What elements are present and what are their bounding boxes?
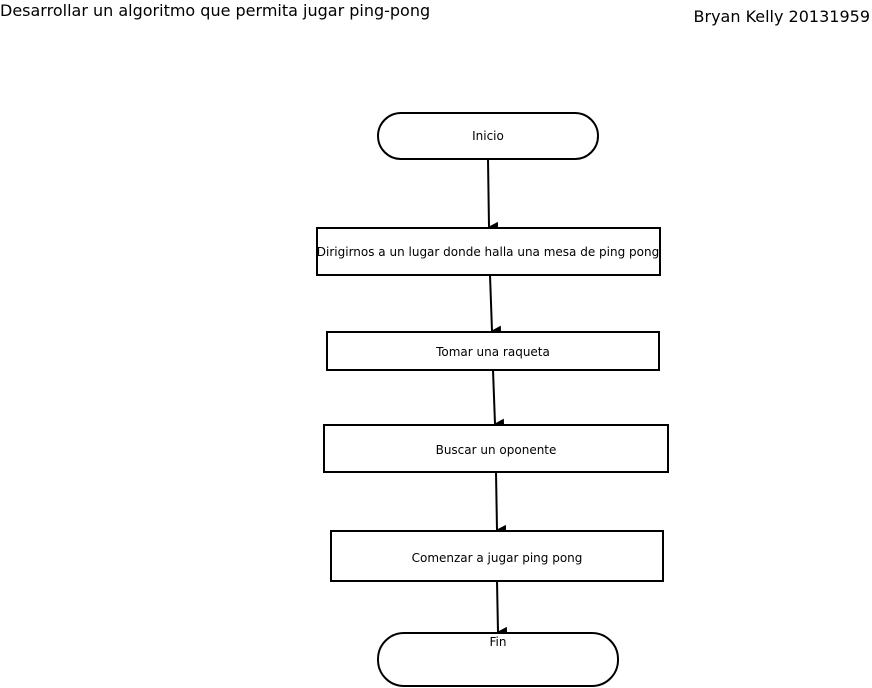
- end-label: Fin: [490, 635, 507, 649]
- process-step: Buscar un oponente: [323, 424, 669, 473]
- process-step: Comenzar a jugar ping pong: [330, 530, 664, 582]
- start-label: Inicio: [472, 129, 504, 143]
- author-label: Bryan Kelly 20131959: [693, 7, 870, 26]
- connector-arrow: [489, 274, 502, 336]
- step-label: Buscar un oponente: [436, 443, 557, 457]
- start-terminator: Inicio: [377, 112, 599, 160]
- connector-arrow: [496, 580, 508, 637]
- process-step: Dirigirnos a un lugar donde halla una me…: [316, 227, 661, 276]
- end-terminator: Fin: [377, 632, 619, 687]
- connector-arrow: [495, 471, 507, 535]
- page-title: Desarrollar un algoritmo que permita jug…: [0, 1, 431, 20]
- step-label: Dirigirnos a un lugar donde halla una me…: [317, 245, 659, 259]
- connector-arrow: [487, 158, 499, 232]
- process-step: Tomar una raqueta: [326, 331, 660, 371]
- step-label: Tomar una raqueta: [435, 345, 550, 359]
- connector-arrow: [492, 369, 505, 429]
- step-label: Comenzar a jugar ping pong: [412, 551, 583, 565]
